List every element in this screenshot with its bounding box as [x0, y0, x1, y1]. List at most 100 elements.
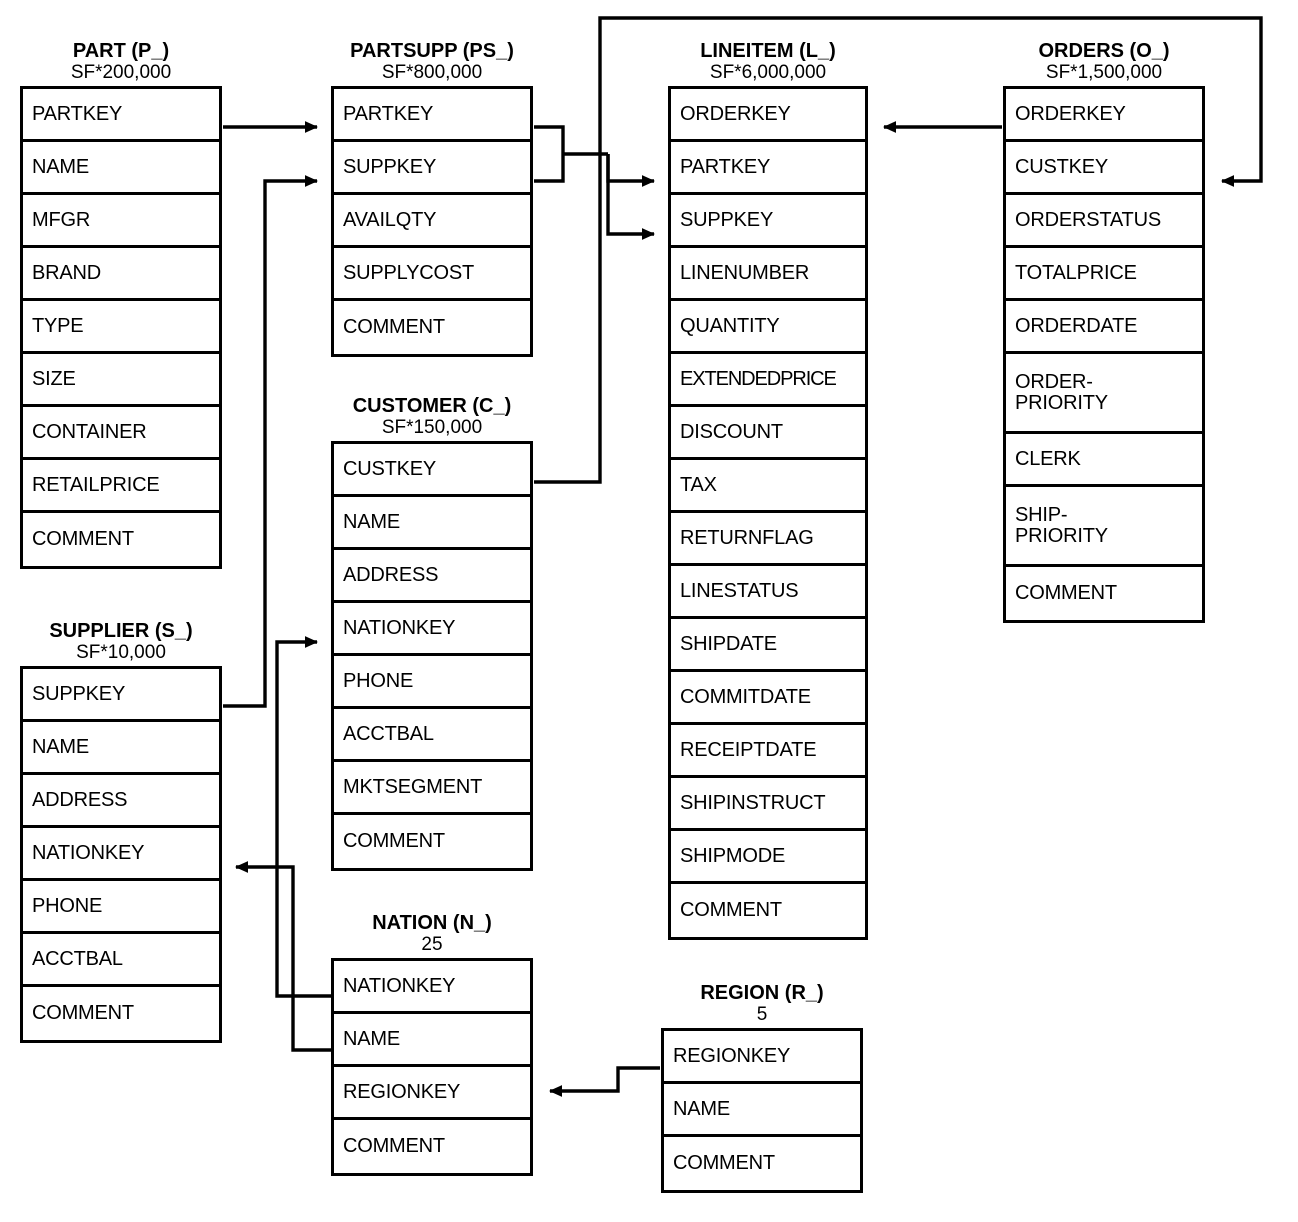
field-row: NATIONKEY — [23, 828, 219, 882]
field-row: SUPPKEY — [334, 142, 530, 196]
table-supplier: SUPPLIER (S_) SF*10,000 SUPPKEY NAME ADD… — [20, 620, 222, 1044]
table-part: PART (P_) SF*200,000 PARTKEY NAME MFGR B… — [20, 40, 222, 570]
field-row: LINESTATUS — [671, 566, 865, 620]
field-row: PARTKEY — [334, 89, 530, 143]
table-orders-box: ORDERKEY CUSTKEY ORDERSTATUS TOTALPRICE … — [1003, 86, 1205, 624]
field-row: RETAILPRICE — [23, 460, 219, 514]
table-partsupp-cardinality: SF*800,000 — [381, 62, 483, 84]
table-lineitem: LINEITEM (L_) SF*6,000,000 ORDERKEY PART… — [668, 40, 868, 941]
field-row: TAX — [671, 460, 865, 514]
table-customer-cardinality: SF*150,000 — [381, 417, 483, 439]
field-row: RECEIPTDATE — [671, 725, 865, 779]
field-row: SUPPLYCOST — [334, 248, 530, 302]
field-row: ORDERKEY — [671, 89, 865, 143]
connector-supplier-partsupp — [223, 175, 318, 708]
field-row: SHIPINSTRUCT — [671, 778, 865, 832]
field-row: EXTENDEDPRICE — [671, 354, 865, 408]
field-row: QUANTITY — [671, 301, 865, 355]
field-row: MKTSEGMENT — [334, 762, 530, 816]
field-row: LINENUMBER — [671, 248, 865, 302]
field-row: AVAILQTY — [334, 195, 530, 249]
field-row: PHONE — [334, 656, 530, 710]
field-row: COMMITDATE — [671, 672, 865, 726]
field-row: ADDRESS — [23, 775, 219, 829]
field-row: COMMENT — [671, 884, 865, 938]
table-customer-title: CUSTOMER (C_) — [352, 395, 512, 417]
field-row: COMMENT — [23, 987, 219, 1041]
table-orders: ORDERS (O_) SF*1,500,000 ORDERKEY CUSTKE… — [1003, 40, 1205, 624]
field-row: ACCTBAL — [23, 934, 219, 988]
table-region-box: REGIONKEY NAME COMMENT — [661, 1028, 863, 1194]
table-customer: CUSTOMER (C_) SF*150,000 CUSTKEY NAME AD… — [331, 395, 533, 872]
connector-nation-customer — [275, 636, 331, 998]
field-row: SUPPKEY — [23, 669, 219, 723]
field-row: NAME — [334, 1014, 530, 1068]
field-row: CUSTKEY — [334, 444, 530, 498]
table-region-cardinality: 5 — [756, 1004, 768, 1026]
field-row: NAME — [664, 1084, 860, 1138]
field-row: DISCOUNT — [671, 407, 865, 461]
field-row: COMMENT — [334, 301, 530, 355]
field-row: SIZE — [23, 354, 219, 408]
field-row: NATIONKEY — [334, 961, 530, 1015]
field-row: SHIPMODE — [671, 831, 865, 885]
field-row: CONTAINER — [23, 407, 219, 461]
table-region-title: REGION (R_) — [700, 982, 824, 1004]
field-row: ORDERSTATUS — [1006, 195, 1202, 249]
table-lineitem-cardinality: SF*6,000,000 — [709, 62, 827, 84]
table-supplier-cardinality: SF*10,000 — [76, 642, 166, 664]
connector-nation-supplier — [235, 861, 331, 1052]
connector-partsupp-lineitem-suppkey — [606, 154, 655, 240]
field-row: PARTKEY — [23, 89, 219, 143]
field-row: MFGR — [23, 195, 219, 249]
field-row: BRAND — [23, 248, 219, 302]
field-row: REGIONKEY — [664, 1031, 860, 1085]
field-row: SHIPDATE — [671, 619, 865, 673]
field-row: NAME — [23, 722, 219, 776]
table-nation: NATION (N_) 25 NATIONKEY NAME REGIONKEY … — [331, 912, 533, 1177]
connector-partsupp-lineitem-partkey — [606, 154, 655, 187]
table-supplier-box: SUPPKEY NAME ADDRESS NATIONKEY PHONE ACC… — [20, 666, 222, 1044]
table-nation-cardinality: 25 — [421, 934, 443, 956]
field-row: TYPE — [23, 301, 219, 355]
field-row: ORDERDATE — [1006, 301, 1202, 355]
connector-partsupp-bracket — [534, 125, 565, 183]
table-lineitem-box: ORDERKEY PARTKEY SUPPKEY LINENUMBER QUAN… — [668, 86, 868, 941]
table-partsupp: PARTSUPP (PS_) SF*800,000 PARTKEY SUPPKE… — [331, 40, 533, 358]
field-row: COMMENT — [334, 1120, 530, 1174]
field-row: PHONE — [23, 881, 219, 935]
table-part-cardinality: SF*200,000 — [70, 62, 172, 84]
table-partsupp-title: PARTSUPP (PS_) — [350, 40, 514, 62]
table-lineitem-title: LINEITEM (L_) — [700, 40, 836, 62]
field-row: TOTALPRICE — [1006, 248, 1202, 302]
table-nation-box: NATIONKEY NAME REGIONKEY COMMENT — [331, 958, 533, 1177]
field-row: ORDER- PRIORITY — [1006, 354, 1202, 435]
field-row: CLERK — [1006, 434, 1202, 488]
field-row: NATIONKEY — [334, 603, 530, 657]
table-supplier-title: SUPPLIER (S_) — [49, 620, 193, 642]
table-part-title: PART (P_) — [72, 40, 170, 62]
field-row: CUSTKEY — [1006, 142, 1202, 196]
field-row: REGIONKEY — [334, 1067, 530, 1121]
field-row: COMMENT — [334, 815, 530, 869]
field-row: COMMENT — [664, 1137, 860, 1191]
field-row: NAME — [334, 497, 530, 551]
table-partsupp-box: PARTKEY SUPPKEY AVAILQTY SUPPLYCOST COMM… — [331, 86, 533, 358]
field-row: SUPPKEY — [671, 195, 865, 249]
table-customer-box: CUSTKEY NAME ADDRESS NATIONKEY PHONE ACC… — [331, 441, 533, 872]
field-row: ORDERKEY — [1006, 89, 1202, 143]
field-row: COMMENT — [1006, 567, 1202, 621]
field-row: ACCTBAL — [334, 709, 530, 763]
table-region: REGION (R_) 5 REGIONKEY NAME COMMENT — [661, 982, 863, 1194]
field-row: ADDRESS — [334, 550, 530, 604]
field-row: NAME — [23, 142, 219, 196]
field-row: PARTKEY — [671, 142, 865, 196]
field-row: RETURNFLAG — [671, 513, 865, 567]
table-part-box: PARTKEY NAME MFGR BRAND TYPE SIZE CONTAI… — [20, 86, 222, 570]
table-orders-title: ORDERS (O_) — [1038, 40, 1170, 62]
connector-region-nation — [549, 1066, 660, 1097]
field-row: SHIP- PRIORITY — [1006, 487, 1202, 568]
field-row: COMMENT — [23, 513, 219, 567]
table-orders-cardinality: SF*1,500,000 — [1045, 62, 1163, 84]
